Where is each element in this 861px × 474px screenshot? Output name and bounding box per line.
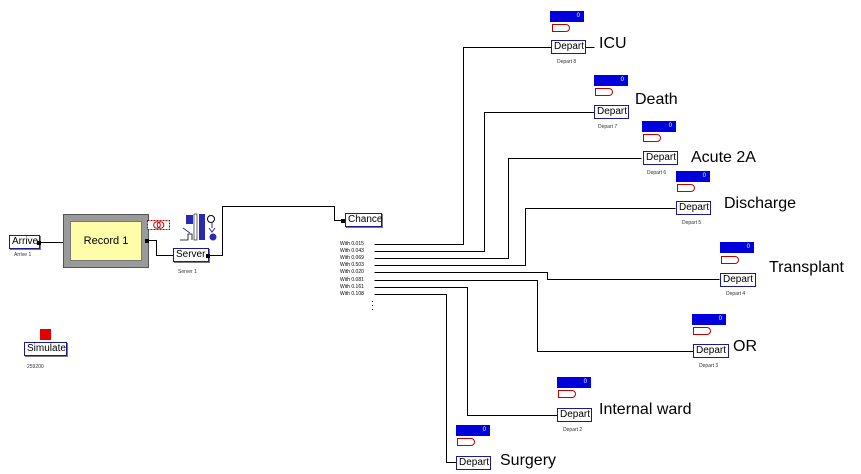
depart-caption: Depart 5	[682, 220, 702, 226]
arrive-caption: Arrive 1	[14, 252, 32, 258]
depart-caption: Depart 7	[598, 124, 618, 130]
depart-counter: 0	[550, 11, 584, 22]
depart-animation-icon	[643, 134, 661, 142]
depart-counter: 0	[642, 121, 676, 132]
red-dual-circle-icon	[147, 220, 170, 230]
destination-label: Acute 2A	[691, 149, 756, 166]
depart-module[interactable]: Depart	[551, 40, 586, 54]
depart-animation-icon	[595, 88, 613, 96]
depart-animation-icon	[558, 390, 576, 398]
depart-caption: Depart 8	[557, 59, 577, 65]
record-exit-point	[145, 239, 149, 243]
simulate-module[interactable]: Simulate	[24, 342, 67, 356]
record-module[interactable]: Record 1	[63, 214, 149, 268]
chance-branch-label: With 0.161	[340, 284, 364, 290]
chance-branch-label: With 0.015	[340, 241, 364, 247]
chance-branch-label: With 0.503	[340, 262, 364, 268]
destination-label: Discharge	[724, 195, 797, 212]
depart-counter: 0	[676, 171, 710, 182]
destination-label: Transplant	[769, 259, 844, 276]
depart-module[interactable]: Depart	[676, 201, 711, 215]
depart-counter: 0	[594, 75, 628, 86]
destination-label: Surgery	[500, 452, 557, 469]
depart-module[interactable]: Depart	[594, 105, 629, 119]
depart-module[interactable]: Depart	[693, 344, 729, 358]
depart-counter: 0	[692, 314, 726, 325]
depart-module[interactable]: Depart	[557, 408, 592, 422]
destination-label: ICU	[599, 35, 627, 52]
depart-counter: 0	[720, 242, 754, 253]
chance-entry-point	[341, 219, 345, 223]
depart-module[interactable]: Depart	[720, 273, 756, 287]
server-module[interactable]: Server	[173, 248, 209, 262]
depart-counter: 0	[557, 377, 591, 388]
chance-branch-label: With 0.043	[340, 248, 364, 254]
server-queue-icon	[180, 213, 217, 241]
server-exit-point	[206, 254, 210, 258]
arrive-exit-point	[37, 241, 41, 245]
depart-animation-icon	[721, 256, 739, 264]
depart-animation-icon	[677, 184, 695, 192]
depart-caption: Depart 2	[563, 427, 583, 433]
depart-animation-icon	[457, 438, 475, 446]
record-label: Record 1	[70, 221, 142, 261]
arrive-module[interactable]: Arrive	[9, 235, 40, 249]
depart-animation-icon	[693, 327, 711, 335]
server-caption: Server 1	[178, 269, 197, 275]
destination-label: Death	[635, 91, 678, 108]
chance-branch-label: With 0.069	[340, 255, 364, 261]
destination-label: Internal ward	[599, 401, 692, 418]
red-square-icon	[40, 329, 51, 340]
depart-caption: Depart 6	[647, 170, 667, 176]
simulate-caption: 259200	[27, 364, 44, 370]
depart-module[interactable]: Depart	[456, 456, 491, 470]
chance-branch-label: With 0.081	[340, 277, 364, 283]
depart-module[interactable]: Depart	[643, 151, 678, 165]
chance-branch-label: With 0.108	[340, 291, 364, 297]
depart-counter: 0	[456, 425, 490, 436]
destination-label: OR	[733, 338, 757, 355]
depart-caption: Depart 4	[726, 291, 746, 297]
depart-caption: Depart 3	[699, 363, 719, 369]
chance-module[interactable]: Chance	[345, 213, 382, 227]
depart-animation-icon	[552, 24, 570, 32]
chance-branch-label: With 0.020	[340, 269, 364, 275]
